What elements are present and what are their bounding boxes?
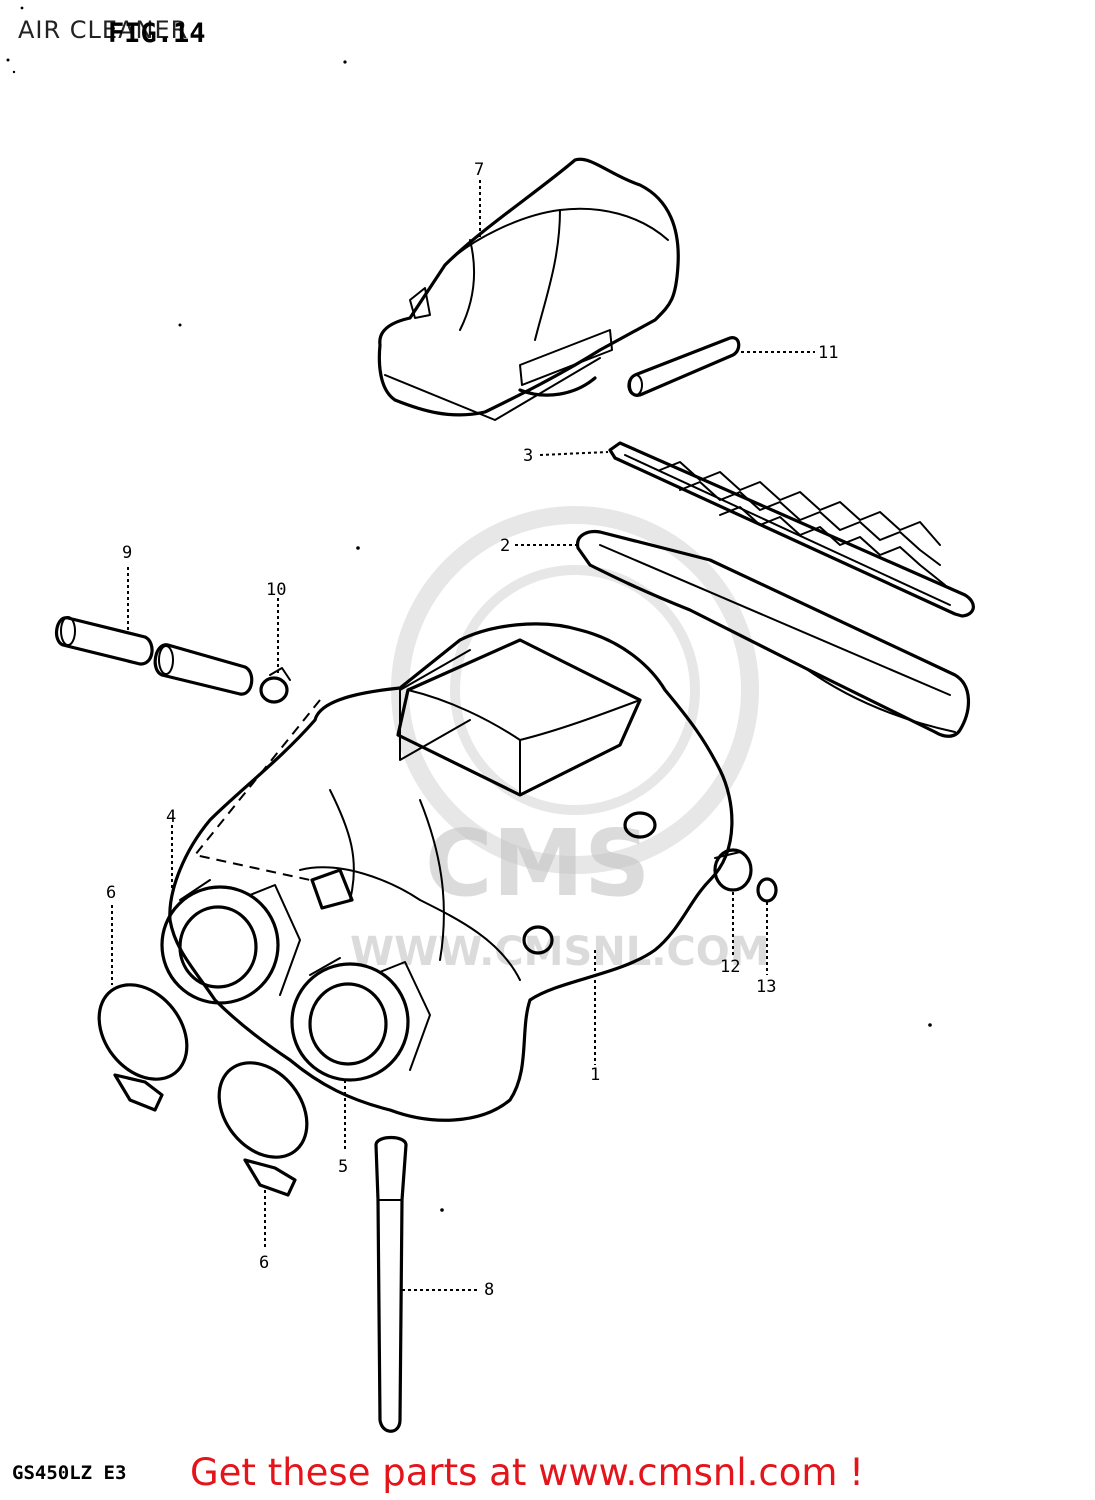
part-drain-tube [374,1135,408,1433]
callout-5: 5 [338,1157,348,1177]
callout-7: 7 [474,160,484,180]
model-code: GS450LZ E3 [12,1462,127,1484]
callout-6-lower: 6 [259,1253,269,1273]
part-clamp-1 [97,983,189,1112]
part-filter-element [608,441,975,618]
watermark-brand: CMS [425,810,650,917]
part-grommet [713,848,753,892]
part-hose [54,616,254,696]
part-hose-clip [259,667,291,704]
part-filter-frame [575,529,971,738]
callout-11: 11 [818,343,838,363]
callout-1: 1 [590,1065,600,1085]
promo-link[interactable]: Get these parts at www.cmsnl.com ! [190,1451,865,1494]
part-air-cleaner-case [168,622,734,1122]
callout-6-upper: 6 [106,883,116,903]
page-title: AIR CLEANER [18,16,189,44]
part-cap [377,157,680,421]
callout-13: 13 [756,977,776,997]
figure-number: FIG.14 [108,18,206,49]
callouts: 1 2 3 4 5 6 6 7 8 9 10 11 12 13 [106,160,838,1300]
watermark-url: WWW.CMSNL.COM [350,929,770,975]
part-inlet-2 [290,957,431,1082]
callout-4: 4 [166,807,176,827]
part-pipe [627,336,741,397]
callout-3: 3 [523,446,533,466]
callout-9: 9 [122,543,132,563]
part-inlet-1 [160,879,301,1005]
part-clamp-2 [217,1061,309,1197]
assembly-line [193,699,321,881]
callout-2: 2 [500,536,510,556]
scan-noise [6,6,932,1212]
callout-12: 12 [720,957,740,977]
leader-lines [111,180,815,1291]
callout-8: 8 [484,1280,494,1300]
callout-10: 10 [266,580,286,600]
part-cap-plug [756,877,778,903]
